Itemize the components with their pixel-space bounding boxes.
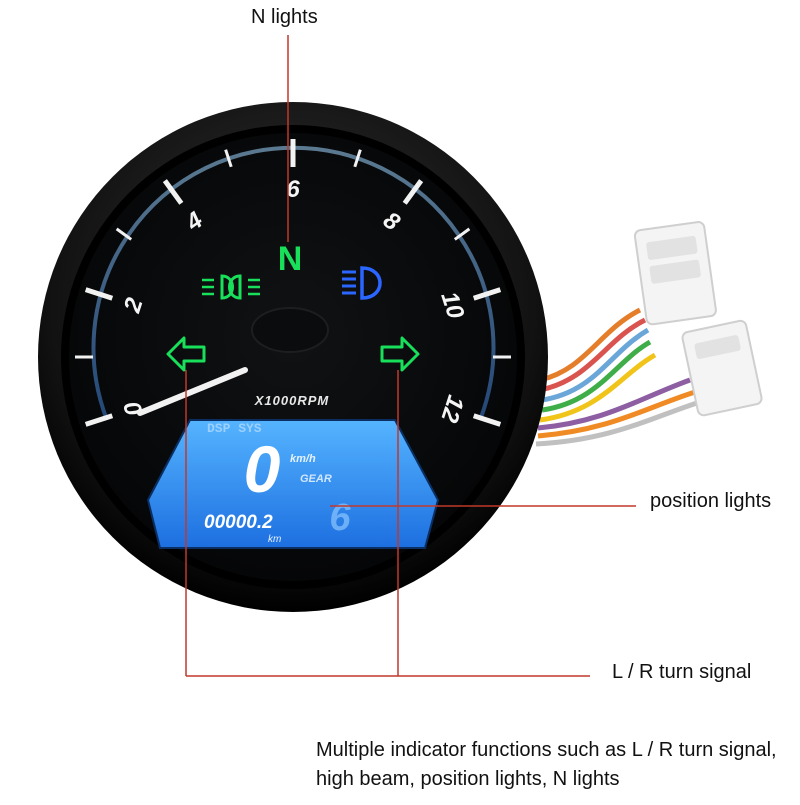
rpm-tick [162, 179, 184, 205]
lcd-display: DSP SYS 0 km/h GEAR 6 00000.2 km [146, 419, 440, 549]
left-turn-signal-icon [166, 336, 206, 372]
rpm-tick [353, 149, 362, 168]
caption: Multiple indicator functions such as L /… [316, 736, 777, 794]
rpm-tick [84, 413, 114, 427]
lcd-speed-digit: 0 [244, 432, 281, 506]
callout-turn-signal: L / R turn signal [612, 661, 752, 683]
lcd-speed-unit: km/h [290, 453, 316, 465]
neutral-indicator: N [278, 240, 303, 278]
high-beam-icon [342, 266, 382, 300]
lcd-odometer: 00000.2 [204, 512, 273, 533]
lcd-odometer-unit: km [268, 534, 281, 545]
lcd-mode-text: DSP SYS [207, 421, 262, 436]
lcd-gear-label: GEAR [300, 473, 332, 485]
wiring-harness [535, 221, 763, 447]
right-turn-signal-icon [380, 336, 420, 372]
lcd-gear-digit: 6 [329, 497, 351, 539]
rpm-unit-label: X1000RPM [254, 393, 330, 408]
rpm-tick [453, 227, 471, 241]
rpm-tick [115, 227, 133, 241]
caption-line-1: Multiple indicator functions such as L /… [316, 739, 777, 761]
callout-lines [185, 35, 636, 677]
center-hub [251, 307, 329, 353]
callout-n-lights: N lights [251, 6, 318, 28]
rpm-tick [224, 149, 233, 168]
rpm-tick [84, 287, 114, 301]
rpm-needle [137, 367, 248, 416]
rpm-tick-number: 6 [286, 176, 300, 203]
rpm-tick [472, 287, 502, 301]
rpm-tick [402, 179, 424, 205]
callout-position-lights: position lights [650, 490, 772, 512]
position-light-icon [202, 274, 260, 300]
rpm-tick-marks [75, 139, 511, 427]
caption-line-2: high beam, position lights, N lights [316, 768, 620, 790]
rpm-tick [472, 413, 502, 427]
